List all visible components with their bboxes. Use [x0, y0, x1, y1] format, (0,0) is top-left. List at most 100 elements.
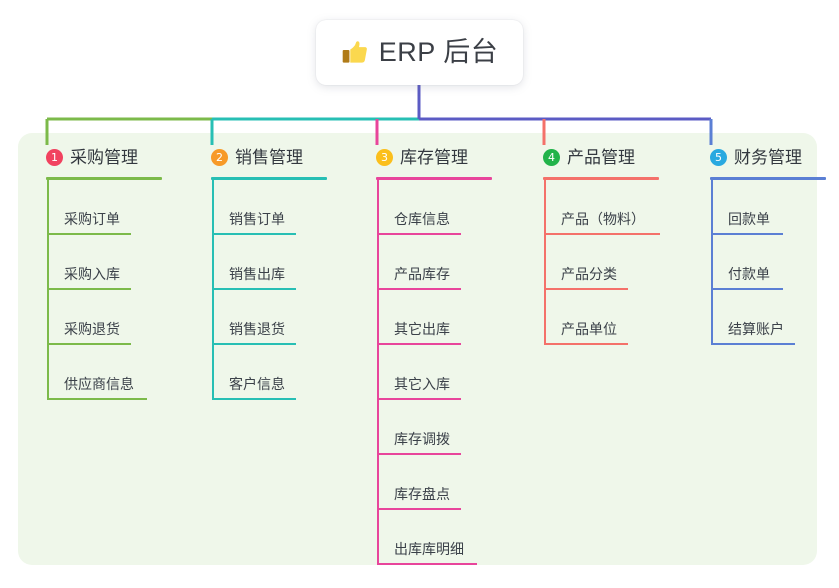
leaf-node[interactable]: 回款单: [694, 180, 839, 235]
leaf-node[interactable]: 产品（物料）: [527, 180, 702, 235]
leaf-spine-3: [377, 180, 379, 565]
leaf-node[interactable]: 其它入库: [360, 345, 530, 400]
branch-title-5: 财务管理: [734, 147, 802, 167]
leaf-node[interactable]: 销售出库: [195, 235, 355, 290]
branch-underline-2: [211, 177, 327, 180]
branch-title-3: 库存管理: [400, 147, 468, 167]
leaf-underline: [711, 288, 783, 290]
branch-title-4: 产品管理: [567, 147, 635, 167]
branch-column-3: 3 库存管理仓库信息产品库存其它出库其它入库库存调拨库存盘点出库库明细: [360, 145, 530, 565]
branch-header-4[interactable]: 4 产品管理: [527, 145, 702, 169]
leaf-label: 付款单: [728, 266, 770, 282]
leaf-underline: [544, 233, 660, 235]
branch-header-5[interactable]: 5 财务管理: [694, 145, 839, 169]
leaf-label: 销售出库: [229, 266, 285, 282]
leaf-list-1: 采购订单采购入库采购退货供应商信息: [30, 180, 190, 400]
leaf-label: 回款单: [728, 211, 770, 227]
leaf-underline: [377, 563, 477, 565]
leaf-underline: [377, 508, 461, 510]
leaf-list-3: 仓库信息产品库存其它出库其它入库库存调拨库存盘点出库库明细: [360, 180, 530, 565]
leaf-node[interactable]: 库存调拨: [360, 400, 530, 455]
leaf-underline: [47, 398, 147, 400]
leaf-node[interactable]: 仓库信息: [360, 180, 530, 235]
leaf-underline: [711, 343, 795, 345]
leaf-spine-2: [212, 180, 214, 400]
leaf-label: 结算账户: [728, 321, 784, 337]
leaf-node[interactable]: 结算账户: [694, 290, 839, 345]
branch-title-2: 销售管理: [235, 147, 303, 167]
leaf-node[interactable]: 采购退货: [30, 290, 190, 345]
branch-underline-4: [543, 177, 659, 180]
leaf-node[interactable]: 产品单位: [527, 290, 702, 345]
leaf-underline: [544, 288, 628, 290]
leaf-label: 产品库存: [394, 266, 450, 282]
leaf-node[interactable]: 客户信息: [195, 345, 355, 400]
leaf-node[interactable]: 库存盘点: [360, 455, 530, 510]
branch-badge-1: 1: [46, 148, 63, 166]
root-node[interactable]: ERP 后台: [316, 20, 523, 85]
leaf-underline: [47, 233, 131, 235]
diagram-panel: [18, 133, 817, 565]
leaf-node[interactable]: 产品分类: [527, 235, 702, 290]
leaf-label: 其它入库: [394, 376, 450, 392]
leaf-underline: [47, 343, 131, 345]
leaf-underline: [377, 233, 461, 235]
leaf-label: 库存调拨: [394, 431, 450, 447]
leaf-node[interactable]: 出库库明细: [360, 510, 530, 565]
leaf-label: 其它出库: [394, 321, 450, 337]
leaf-underline: [711, 233, 783, 235]
leaf-spine-5: [711, 180, 713, 345]
leaf-label: 采购订单: [64, 211, 120, 227]
leaf-node[interactable]: 销售订单: [195, 180, 355, 235]
branch-header-3[interactable]: 3 库存管理: [360, 145, 530, 169]
branch-column-4: 4 产品管理产品（物料） 产品分类产品单位: [527, 145, 702, 345]
leaf-spine-1: [47, 180, 49, 400]
branch-column-5: 5 财务管理回款单付款单结算账户: [694, 145, 839, 345]
leaf-label: 客户信息: [229, 376, 285, 392]
root-node-label: ERP 后台: [378, 37, 499, 67]
branch-column-2: 2 销售管理销售订单销售出库销售退货客户信息: [195, 145, 355, 400]
leaf-label: 仓库信息: [394, 211, 450, 227]
leaf-node[interactable]: 销售退货: [195, 290, 355, 345]
leaf-node[interactable]: 付款单: [694, 235, 839, 290]
branch-column-1: 1 采购管理采购订单采购入库采购退货供应商信息: [30, 145, 190, 400]
leaf-label: 供应商信息: [64, 376, 134, 392]
leaf-node[interactable]: 采购订单: [30, 180, 190, 235]
leaf-label: 产品分类: [561, 266, 617, 282]
leaf-underline: [377, 343, 461, 345]
leaf-underline: [377, 398, 461, 400]
thumbs-up-icon: [342, 41, 367, 63]
branch-badge-2: 2: [211, 148, 228, 166]
leaf-list-4: 产品（物料） 产品分类产品单位: [527, 180, 702, 345]
leaf-label: 产品单位: [561, 321, 617, 337]
root-node-content: ERP 后台: [341, 39, 499, 66]
branch-badge-5: 5: [710, 148, 727, 166]
leaf-node[interactable]: 供应商信息: [30, 345, 190, 400]
branch-underline-3: [376, 177, 492, 180]
leaf-node[interactable]: 采购入库: [30, 235, 190, 290]
leaf-label: 出库库明细: [394, 541, 464, 557]
leaf-node[interactable]: 产品库存: [360, 235, 530, 290]
leaf-underline: [377, 453, 461, 455]
leaf-label: 销售退货: [229, 321, 285, 337]
leaf-node[interactable]: 其它出库: [360, 290, 530, 345]
leaf-underline: [377, 288, 461, 290]
leaf-label: 采购入库: [64, 266, 120, 282]
leaf-underline: [212, 288, 296, 290]
leaf-label: 采购退货: [64, 321, 120, 337]
branch-title-1: 采购管理: [70, 147, 138, 167]
branch-header-1[interactable]: 1 采购管理: [30, 145, 190, 169]
leaf-underline: [47, 288, 131, 290]
branch-badge-4: 4: [543, 148, 560, 166]
leaf-label: 产品（物料）: [561, 211, 645, 227]
branch-header-2[interactable]: 2 销售管理: [195, 145, 355, 169]
branch-badge-3: 3: [376, 148, 393, 166]
leaf-list-5: 回款单付款单结算账户: [694, 180, 839, 345]
leaf-label: 库存盘点: [394, 486, 450, 502]
leaf-spine-4: [544, 180, 546, 345]
branch-underline-1: [46, 177, 162, 180]
leaf-label: 销售订单: [229, 211, 285, 227]
leaf-underline: [544, 343, 628, 345]
